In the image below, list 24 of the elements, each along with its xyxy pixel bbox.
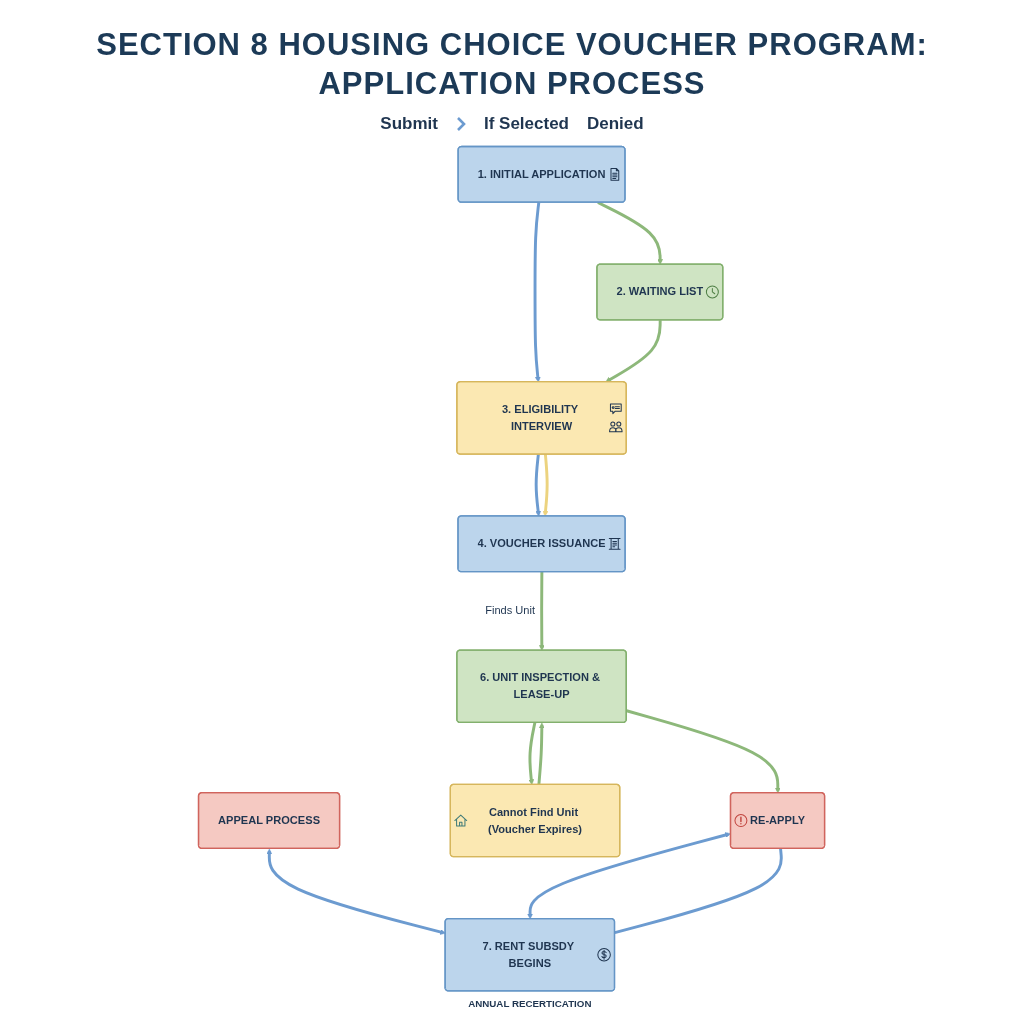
arrow bbox=[535, 453, 542, 516]
note-text: Denied bbox=[587, 113, 644, 134]
step-label: APPEAL PROCESS bbox=[218, 812, 321, 829]
arrow bbox=[626, 708, 782, 793]
step-label: 4. VOUCHER ISSUANCE bbox=[478, 536, 606, 550]
title: SECTION 8 HOUSING CHOICE VOUCHER PROGRAM: APPLICATION PROCESS bbox=[95, 26, 929, 103]
connector-line bbox=[614, 848, 784, 934]
step-label: 7. RENT SUBSDY BEGINS bbox=[482, 939, 576, 969]
step-label: Cannot Find Unit (Voucher Expires) bbox=[487, 804, 584, 837]
arrow bbox=[528, 722, 537, 785]
arrow bbox=[537, 722, 546, 785]
caption-text: ANNUAL RECERTICATION bbox=[468, 997, 592, 1009]
arrow bbox=[534, 201, 542, 382]
note-text: Submit bbox=[380, 113, 438, 134]
note-text: If Selected bbox=[483, 113, 569, 134]
step-label: 6. UNIT INSPECTION & LEASE-UP bbox=[480, 671, 602, 701]
step-label: 2. WAITING LIST bbox=[616, 285, 704, 298]
arrow bbox=[597, 200, 664, 265]
arrow bbox=[605, 319, 663, 382]
step-label: 1. INITIAL APPLICATION bbox=[478, 167, 606, 180]
step-label: 3. ELIGIBILITY INTERVIEW bbox=[502, 402, 580, 432]
arrow bbox=[539, 571, 546, 651]
arrow bbox=[543, 453, 550, 516]
step-label: RE-APPLY bbox=[750, 812, 806, 829]
